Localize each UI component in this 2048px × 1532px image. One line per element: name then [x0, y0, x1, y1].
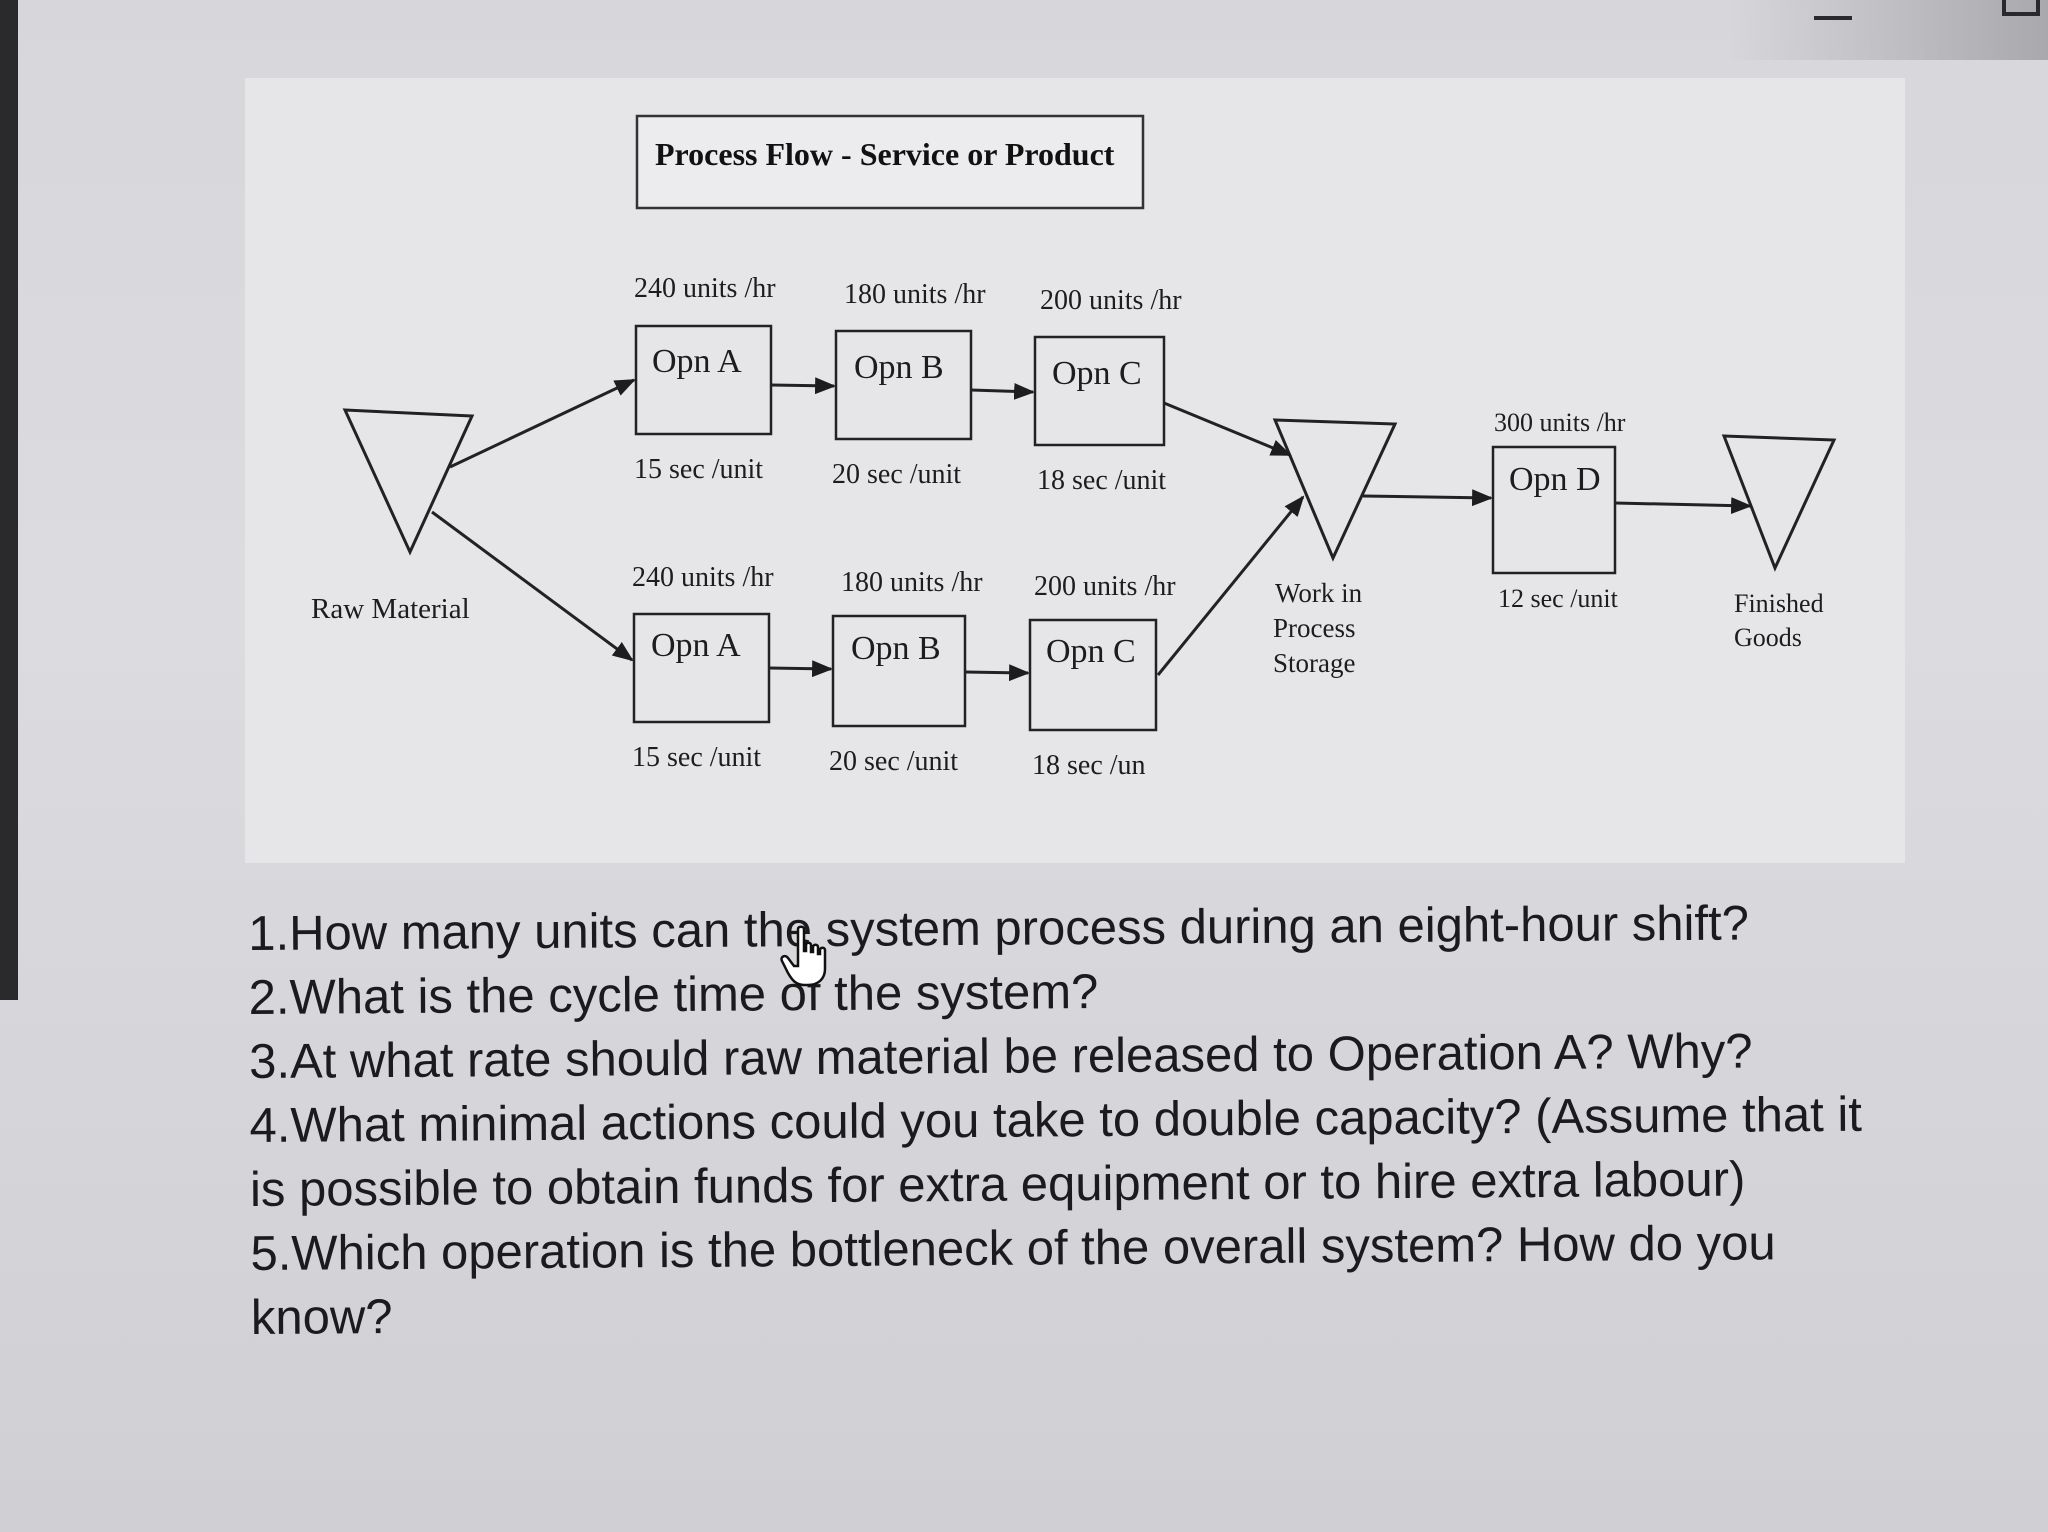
opn-d-rate: 300 units /hr [1494, 408, 1626, 437]
raw-to-top-opn-a-arrow [449, 378, 636, 469]
bottom-opn-a-rate: 240 units /hr [632, 562, 774, 593]
bottom-opn-a-time: 15 sec /unit [632, 742, 761, 773]
top-b-to-c-arrow [970, 382, 1036, 400]
question-4: 4.What minimal actions could you take to… [249, 1087, 1863, 1217]
top-opn-a-rate: 240 units /hr [634, 273, 776, 304]
question-3: 3.At what rate should raw material be re… [248, 1024, 1753, 1089]
question-1: 1.How many units can the system process … [248, 896, 1750, 961]
wip-storage-triangle [1272, 418, 1398, 562]
question-2: 2.What is the cycle time of the system? [248, 965, 1099, 1025]
wip-label-line-2: Process [1273, 613, 1356, 643]
top-c-to-wip-arrow [1163, 401, 1292, 457]
bottom-a-to-b-arrow [768, 660, 834, 678]
opn-d-to-finished-arrow [1614, 497, 1753, 514]
raw-material-label: Raw Material [311, 593, 470, 625]
opn-d-time: 12 sec /unit [1498, 584, 1619, 613]
top-opn-c-time: 18 sec /unit [1037, 465, 1166, 496]
opn-d-box [1491, 445, 1617, 575]
bottom-opn-c-name: Opn C [1046, 633, 1136, 670]
top-opn-b-rate: 180 units /hr [844, 279, 986, 310]
bottom-opn-c-time: 18 sec /un [1032, 750, 1146, 781]
finished-label-line-2: Goods [1734, 623, 1802, 652]
wip-label-line-3: Storage [1273, 648, 1355, 678]
window-titlebar [1728, 0, 2048, 60]
finished-goods-triangle [1721, 434, 1837, 572]
top-opn-b-time: 20 sec /unit [832, 459, 961, 490]
diagram-title: Process Flow - Service or Product [655, 136, 1115, 172]
top-opn-b-name: Opn B [854, 349, 944, 386]
bottom-opn-c-rate: 200 units /hr [1034, 571, 1176, 602]
top-opn-a-time: 15 sec /unit [634, 454, 763, 485]
bottom-opn-b-rate: 180 units /hr [841, 567, 983, 598]
bottom-c-to-wip-arrow [1156, 495, 1305, 676]
top-opn-a-box [634, 324, 773, 436]
finished-label-line-1: Finished [1734, 589, 1824, 618]
monitor-bezel [0, 0, 18, 1000]
maximize-icon[interactable] [2002, 0, 2040, 16]
wip-label-line-1: Work in [1275, 578, 1363, 608]
top-opn-c-name: Opn C [1052, 355, 1142, 392]
opn-d-name: Opn D [1509, 461, 1601, 498]
minimize-icon[interactable] [1814, 0, 1852, 20]
bottom-opn-b-name: Opn B [851, 630, 941, 667]
bottom-b-to-c-arrow [964, 664, 1031, 682]
bottom-opn-a-name: Opn A [651, 627, 741, 664]
question-5: 5.Which operation is the bottleneck of t… [250, 1216, 1776, 1345]
top-a-to-b-arrow [770, 377, 837, 395]
raw-to-bottom-opn-a-arrow [431, 510, 634, 662]
raw-material-triangle [342, 408, 475, 556]
hand-pointer-cursor-icon [780, 925, 827, 987]
question-list: 1.How many units can the system process … [248, 891, 1891, 1350]
wip-to-opn-d-arrow [1362, 489, 1494, 507]
bottom-opn-b-time: 20 sec /unit [829, 746, 958, 777]
title-box [635, 114, 1145, 210]
top-opn-a-name: Opn A [652, 343, 742, 380]
top-opn-c-rate: 200 units /hr [1040, 285, 1182, 316]
